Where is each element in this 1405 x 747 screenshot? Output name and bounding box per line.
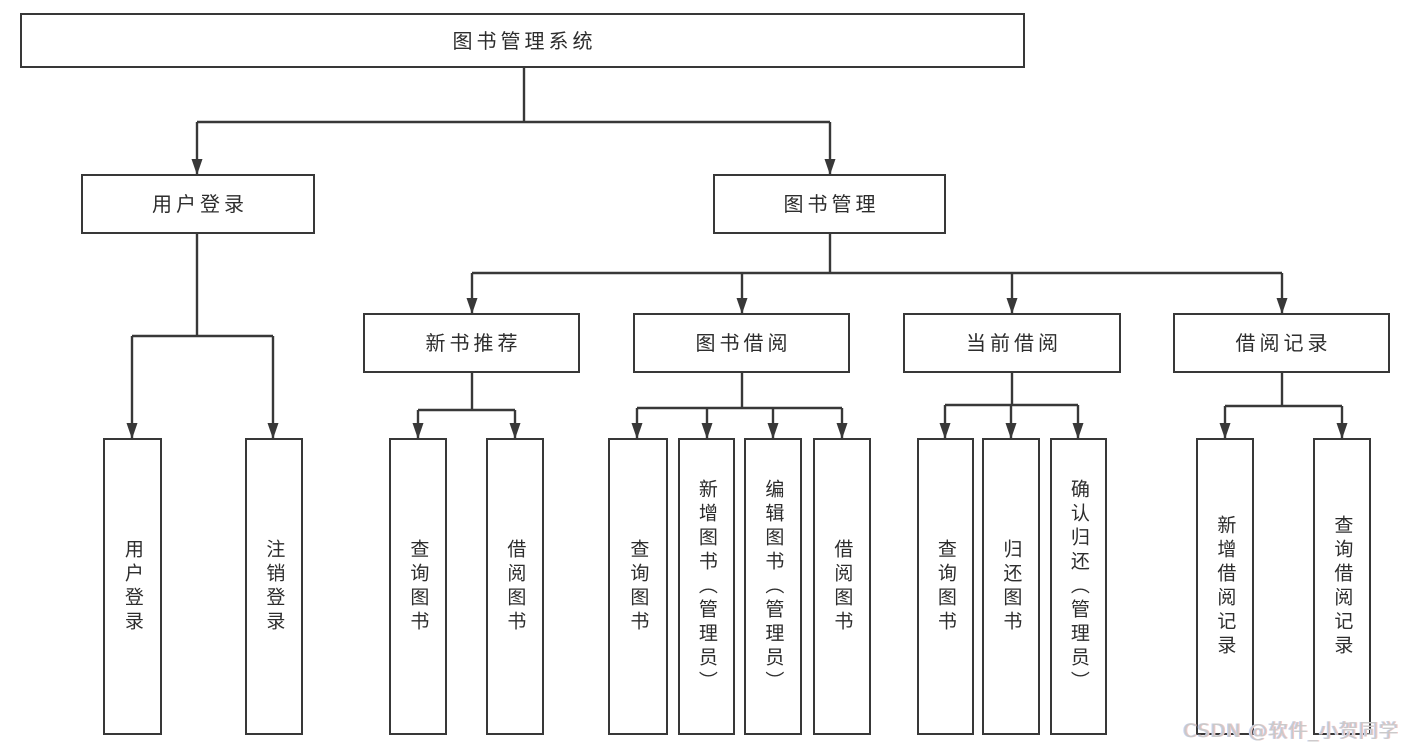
node-user-login: 用户登录 (81, 174, 315, 234)
leaf-return-books: 归还图书 (982, 438, 1040, 735)
leaf-query-books-borrow: 查询图书 (608, 438, 668, 735)
leaf-query-borrow-record: 查询借阅记录 (1313, 438, 1371, 735)
node-new-book-recommend: 新书推荐 (363, 313, 580, 373)
node-root-system: 图书管理系统 (20, 13, 1025, 68)
leaf-add-books-admin: 新增图书（管理员） (678, 438, 735, 735)
node-borrow-records: 借阅记录 (1173, 313, 1390, 373)
node-current-borrow: 当前借阅 (903, 313, 1121, 373)
leaf-user-login: 用户登录 (103, 438, 162, 735)
node-book-borrow: 图书借阅 (633, 313, 850, 373)
leaf-query-books-recommend: 查询图书 (389, 438, 447, 735)
node-book-management: 图书管理 (713, 174, 946, 234)
leaf-edit-books-admin: 编辑图书（管理员） (744, 438, 802, 735)
leaf-confirm-return-admin: 确认归还（管理员） (1050, 438, 1107, 735)
csdn-watermark: CSDN @软件_小贺同学 (1183, 720, 1399, 742)
leaf-query-books-current: 查询图书 (917, 438, 974, 735)
leaf-logout: 注销登录 (245, 438, 303, 735)
leaf-add-borrow-record: 新增借阅记录 (1196, 438, 1254, 735)
leaf-borrow-books: 借阅图书 (813, 438, 871, 735)
leaf-borrow-books-recommend: 借阅图书 (486, 438, 544, 735)
